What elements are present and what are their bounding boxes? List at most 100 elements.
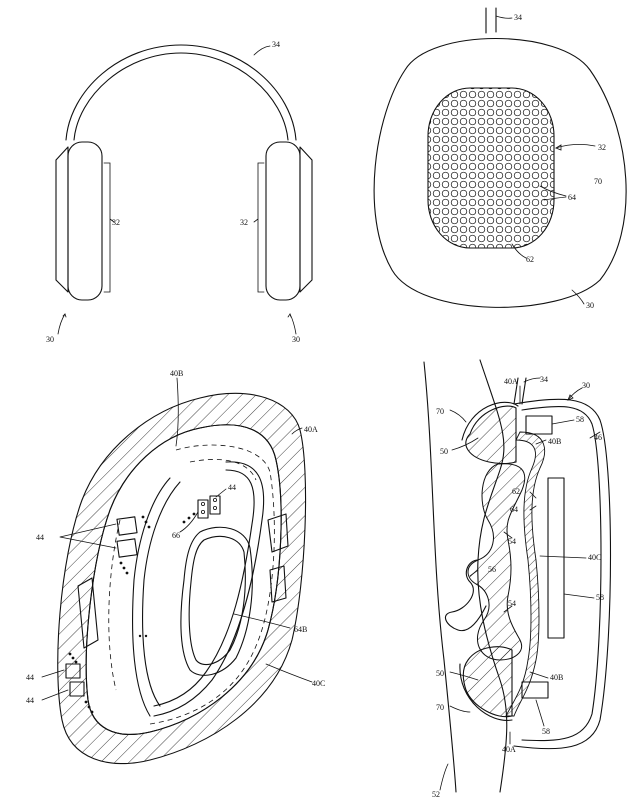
label-44-left: 44 — [36, 533, 44, 542]
leader-50-top — [451, 437, 479, 451]
label-40c-fig4: 40C — [588, 553, 601, 562]
label-44-top: 44 — [228, 483, 236, 492]
box-58-mid — [547, 477, 565, 639]
figure-cross-section: 40A 34 30 70 50 58 40B 46 62 64 54 40C 5… — [423, 359, 612, 799]
box-58-bottom — [521, 681, 549, 699]
label-30-fig2: 30 — [586, 301, 594, 310]
leader-56 — [469, 569, 479, 577]
sensor-44-top-a — [197, 499, 209, 519]
leader-44-bl2 — [41, 689, 69, 701]
ellipsis-dots — [68, 512, 196, 714]
headband-outer — [65, 44, 297, 141]
stem-34 — [513, 377, 527, 405]
leader-34-fig4 — [523, 377, 541, 383]
window-64b — [180, 526, 253, 676]
label-40b-fig4-top: 40B — [548, 437, 561, 446]
dashed-arc-outer — [108, 444, 275, 725]
label-40c-fig3: 40C — [312, 679, 325, 688]
label-70-fig4-bot: 70 — [436, 703, 444, 712]
window-64b-inner — [188, 535, 246, 666]
flex-rail-left-inner — [142, 481, 181, 707]
label-50-fig4-bot: 50 — [436, 669, 444, 678]
leader-46 — [589, 431, 601, 439]
label-40a-fig4-bot: 40A — [502, 745, 516, 754]
leader-70-bot — [449, 705, 471, 713]
label-34-fig4: 34 — [540, 375, 548, 384]
label-32-left: 32 — [112, 218, 120, 227]
label-32-fig2: 32 — [598, 143, 606, 152]
label-58-fig4-bot: 58 — [542, 727, 550, 736]
right-cup-bracket — [253, 162, 265, 293]
label-52: 52 — [432, 790, 440, 799]
right-tab — [267, 513, 289, 603]
head-profile — [423, 361, 457, 793]
leader-44-top — [215, 488, 227, 498]
sensor-44-bl-b — [69, 681, 85, 697]
right-ear-cup-body — [299, 146, 313, 293]
leader-40c — [265, 663, 313, 683]
left-ear-cup-body — [55, 146, 69, 293]
cushion-cap-top — [465, 405, 517, 465]
label-40a-fig4-top: 40A — [504, 377, 518, 386]
flex-rail-left-outer — [132, 477, 171, 717]
label-54-fig4-top: 54 — [508, 537, 516, 546]
label-30-fig4: 30 — [582, 381, 590, 390]
leader-40b — [175, 377, 179, 447]
label-30-right: 30 — [292, 335, 300, 344]
label-32-right: 32 — [240, 218, 248, 227]
label-64-fig4: 64 — [510, 505, 518, 514]
sensor-44-left-a — [116, 516, 138, 536]
leader-54-top — [503, 531, 513, 539]
leader-40a — [291, 427, 303, 435]
leader-34 — [253, 45, 271, 56]
leader-64-fig2 — [539, 185, 567, 201]
box-58-top — [525, 415, 553, 435]
label-70-fig4-top: 70 — [436, 407, 444, 416]
cup-housing-inner — [521, 406, 602, 742]
label-70-fig2: 70 — [594, 177, 602, 186]
figure-cushion-interior: 40B 40A 44 44 66 64B 40C 44 44 — [26, 369, 325, 765]
sensor-44-bl-a — [65, 663, 81, 679]
leader-62-fig4 — [529, 491, 537, 499]
figure-ear-cup-side: 34 32 64 70 62 30 — [373, 7, 627, 310]
foam-54 — [467, 463, 526, 661]
label-34: 34 — [272, 40, 280, 49]
label-40b-fig3: 40B — [170, 369, 183, 378]
label-54-fig4-bot: 54 — [508, 599, 516, 608]
label-56: 56 — [488, 565, 496, 574]
sensor-44-top-b — [209, 495, 221, 515]
leader-44-left — [59, 523, 117, 549]
label-62-fig4: 62 — [512, 487, 520, 496]
right-ear-cushion — [265, 141, 301, 301]
label-40a-fig3: 40A — [304, 425, 318, 434]
leader-30-fig2 — [571, 289, 585, 305]
leader-58-bot — [535, 699, 545, 727]
leader-40c-fig4 — [539, 555, 587, 559]
leader-66 — [179, 511, 199, 533]
leader-58-top — [551, 419, 575, 425]
cushion-hatched-frame — [57, 392, 307, 765]
cavity-56 — [444, 559, 487, 632]
label-40b-fig4-bot: 40B — [550, 673, 563, 682]
leader-30-left — [57, 313, 66, 335]
label-62-fig2: 62 — [526, 255, 534, 264]
label-66: 66 — [172, 531, 180, 540]
leader-50-bot — [449, 671, 479, 681]
left-cup-bracket — [103, 162, 115, 293]
leader-44-bl1 — [41, 669, 65, 678]
leader-40b-bot — [529, 671, 549, 679]
leader-32-fig2 — [555, 144, 596, 149]
left-tab — [77, 577, 99, 649]
flex-rail-outer — [153, 461, 265, 717]
sensor-44-left-b — [116, 538, 138, 558]
leader-58-mid — [563, 593, 595, 599]
leader-54-bot — [503, 605, 513, 613]
leader-64-fig4 — [529, 505, 537, 511]
leader-34-fig2 — [495, 15, 513, 19]
label-58-fig4-top: 58 — [576, 415, 584, 424]
leader-40b-top — [535, 439, 547, 445]
label-58-fig4-mid: 58 — [596, 593, 604, 602]
mesh-fabric — [427, 87, 555, 249]
label-34-fig2: 34 — [514, 13, 522, 22]
label-50-fig4-top: 50 — [440, 447, 448, 456]
